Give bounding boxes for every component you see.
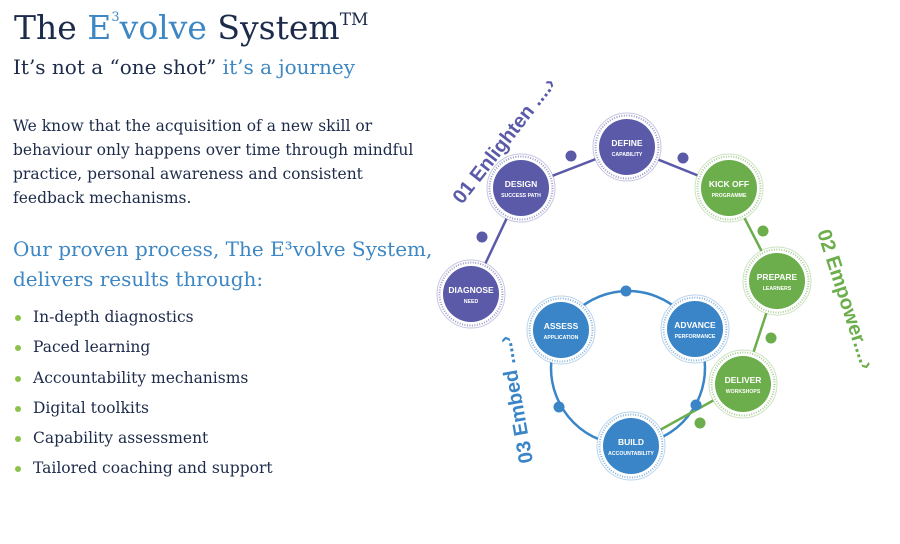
node-title: DELIVER — [725, 375, 762, 385]
node-title: PREPARE — [757, 272, 798, 282]
node-dotted-ring — [696, 155, 762, 221]
node-subtitle: WORKSHOPS — [726, 389, 761, 395]
bullet-icon — [15, 375, 21, 382]
node-subtitle: CAPABILITY — [612, 152, 643, 158]
node-diagnose: DIAGNOSE NEED — [436, 259, 506, 329]
connector-dot — [690, 399, 702, 411]
title-system: System — [206, 8, 340, 47]
node-build: BUILD ACCOUNTABILITY — [596, 411, 666, 481]
node-title: KICK OFF — [709, 179, 749, 189]
node-prepare: PREPARE LEARNERS — [742, 246, 812, 316]
node-title: DEFINE — [611, 138, 643, 148]
node-title: DIAGNOSE — [448, 285, 494, 295]
node-dotted-ring — [594, 114, 660, 180]
intro-paragraph: We know that the acquisition of a new sk… — [13, 117, 414, 207]
node-title: ADVANCE — [674, 320, 716, 330]
node-circle — [701, 160, 757, 216]
subtitle-b: it’s a journey — [222, 55, 356, 79]
node-title: ASSESS — [544, 321, 579, 331]
node-dotted-ring — [662, 296, 728, 362]
bullet-icon — [15, 436, 21, 443]
connector-dot — [677, 152, 689, 164]
connector-dot — [553, 401, 565, 413]
title-the: The — [14, 8, 88, 47]
phase-empower-label: 02 Empower....› — [812, 227, 878, 372]
node-design: DESIGN SUCCESS PATH — [486, 153, 556, 223]
bullet-icon — [15, 315, 21, 321]
list-item: Paced learning — [13, 338, 273, 368]
list-item: Tailored coaching and support — [13, 459, 273, 489]
node-dotted-ring — [598, 413, 664, 479]
node-circle — [667, 301, 723, 357]
list-item: Capability assessment — [13, 429, 273, 459]
bullet-text: Capability assessment — [33, 429, 209, 448]
title-superscript: 3 — [111, 10, 120, 25]
node-deliver: DELIVER WORKSHOPS — [708, 349, 778, 419]
empower-path — [630, 187, 779, 448]
node-dotted-ring — [710, 351, 776, 417]
node-kick-off: KICK OFF PROGRAMME — [694, 153, 764, 223]
node-circle — [493, 160, 549, 216]
node-define: DEFINE CAPABILITY — [592, 112, 662, 182]
node-dotted-ring — [528, 297, 594, 363]
bullet-icon — [15, 405, 21, 412]
bullet-icon — [15, 345, 21, 352]
enlighten-path — [469, 145, 730, 295]
node-circle — [443, 266, 499, 322]
subtitle-a: It’s not a “one shot” — [13, 55, 223, 79]
bullet-text: Digital toolkits — [33, 398, 150, 417]
bullet-text: Paced learning — [33, 338, 151, 357]
page-title: The E3volve SystemTM — [14, 8, 368, 47]
phase-embed-label: 03 Embed ....› — [494, 334, 538, 465]
bullet-text: In-depth diagnostics — [33, 308, 194, 326]
connector-dot — [565, 150, 577, 162]
node-dotted-ring — [744, 248, 810, 314]
trademark: TM — [339, 10, 369, 30]
subtitle: It’s not a “one shot” it’s a journey — [13, 55, 355, 79]
node-subtitle: PERFORMANCE — [675, 334, 716, 340]
benefits-list: In-depth diagnostics Paced learning Acco… — [13, 308, 273, 490]
node-subtitle: LEARNERS — [763, 286, 792, 292]
nodes: DIAGNOSE NEED DESIGN SUCCESS PATH DEFINE CAPA… — [436, 112, 812, 481]
node-subtitle: ACCOUNTABILITY — [608, 451, 654, 457]
bullet-text: Accountability mechanisms — [33, 368, 249, 387]
connector-dot — [765, 332, 777, 344]
connector-dot — [694, 417, 706, 429]
node-subtitle: SUCCESS PATH — [501, 193, 541, 199]
node-subtitle: APPLICATION — [544, 335, 579, 341]
connector-dot — [620, 285, 632, 297]
bullet-icon — [15, 466, 21, 473]
connector-dots — [476, 150, 777, 429]
node-subtitle: NEED — [464, 299, 479, 305]
connector-dot — [476, 231, 488, 243]
node-subtitle: PROGRAMME — [712, 193, 747, 199]
node-circle — [533, 302, 589, 358]
node-title: DESIGN — [505, 179, 538, 189]
node-circle — [599, 119, 655, 175]
list-item: Accountability mechanisms — [13, 369, 273, 399]
node-circle — [715, 356, 771, 412]
node-circle — [603, 418, 659, 474]
node-assess: ASSESS APPLICATION — [526, 295, 596, 365]
title-e: E — [87, 8, 112, 47]
title-volve: volve — [119, 8, 207, 47]
node-dotted-ring — [438, 261, 504, 327]
process-heading: Our proven process, The E³volve System, … — [13, 237, 433, 291]
node-dotted-ring — [488, 155, 554, 221]
list-item: Digital toolkits — [13, 399, 273, 429]
node-title: BUILD — [618, 437, 644, 447]
connector-dot — [757, 225, 769, 237]
bullet-text: Tailored coaching and support — [33, 459, 273, 478]
node-circle — [749, 253, 805, 309]
node-advance: ADVANCE PERFORMANCE — [660, 294, 730, 364]
list-item: In-depth diagnostics — [13, 308, 273, 338]
